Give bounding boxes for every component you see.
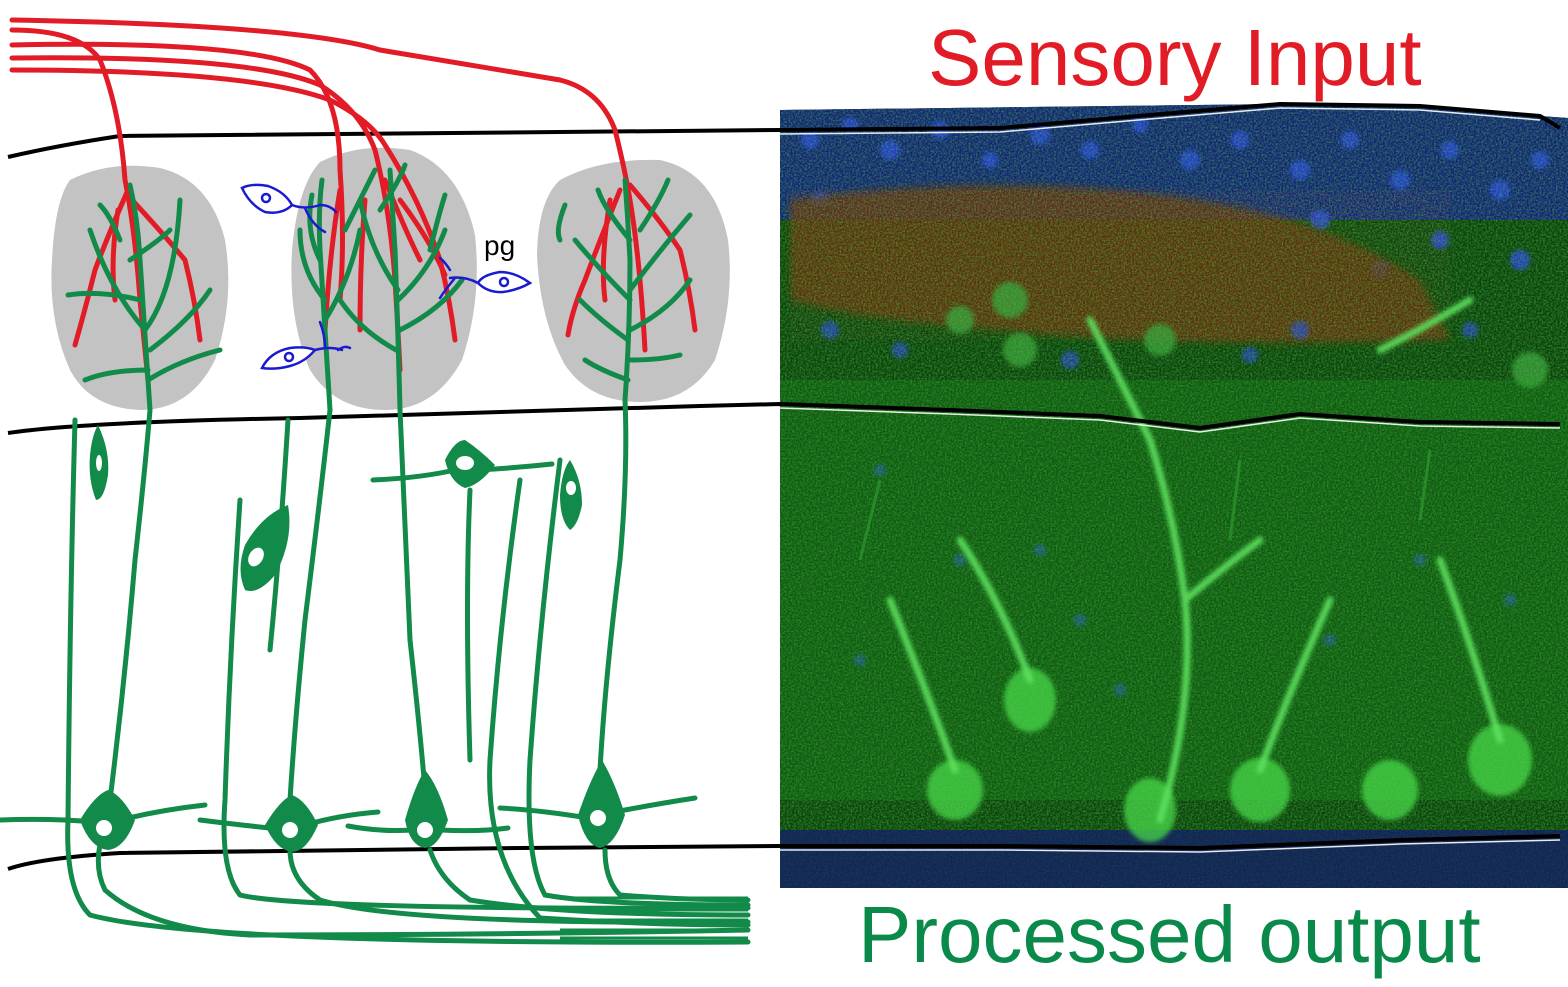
tufted-cell-3 [560,460,582,530]
pg-cell-2 [438,256,533,300]
tufted-cell-4 [445,440,495,488]
pg-cell-1 [240,183,338,234]
pg-label: pg [484,230,515,261]
periglomerular-cells [240,183,533,370]
glomerulus-3 [537,159,730,402]
layer-boundaries [7,101,1562,871]
output-cell-4 [578,760,625,848]
output-cell-3 [405,770,448,848]
tufted-cell-1 [89,425,109,500]
photo-dendrites [886,296,1504,824]
sensory-input-title: Sensory Input [928,13,1422,102]
output-cell-processes [0,397,751,945]
tufted-cell-2 [240,505,290,591]
output-cell-somata [80,425,625,852]
output-cell-dendrites [65,162,693,413]
boundary-top [7,101,1562,159]
output-cell-2 [265,795,318,852]
processed-output-title: Processed output [858,890,1481,979]
output-somata-photo [927,668,1532,842]
boundary-middle [7,401,1561,435]
pg-cell-3 [260,320,352,370]
output-cell-1 [80,790,135,850]
microscopy-image [780,104,1568,888]
output-axon-bundle [560,896,748,940]
boundary-bottom [7,834,1561,871]
